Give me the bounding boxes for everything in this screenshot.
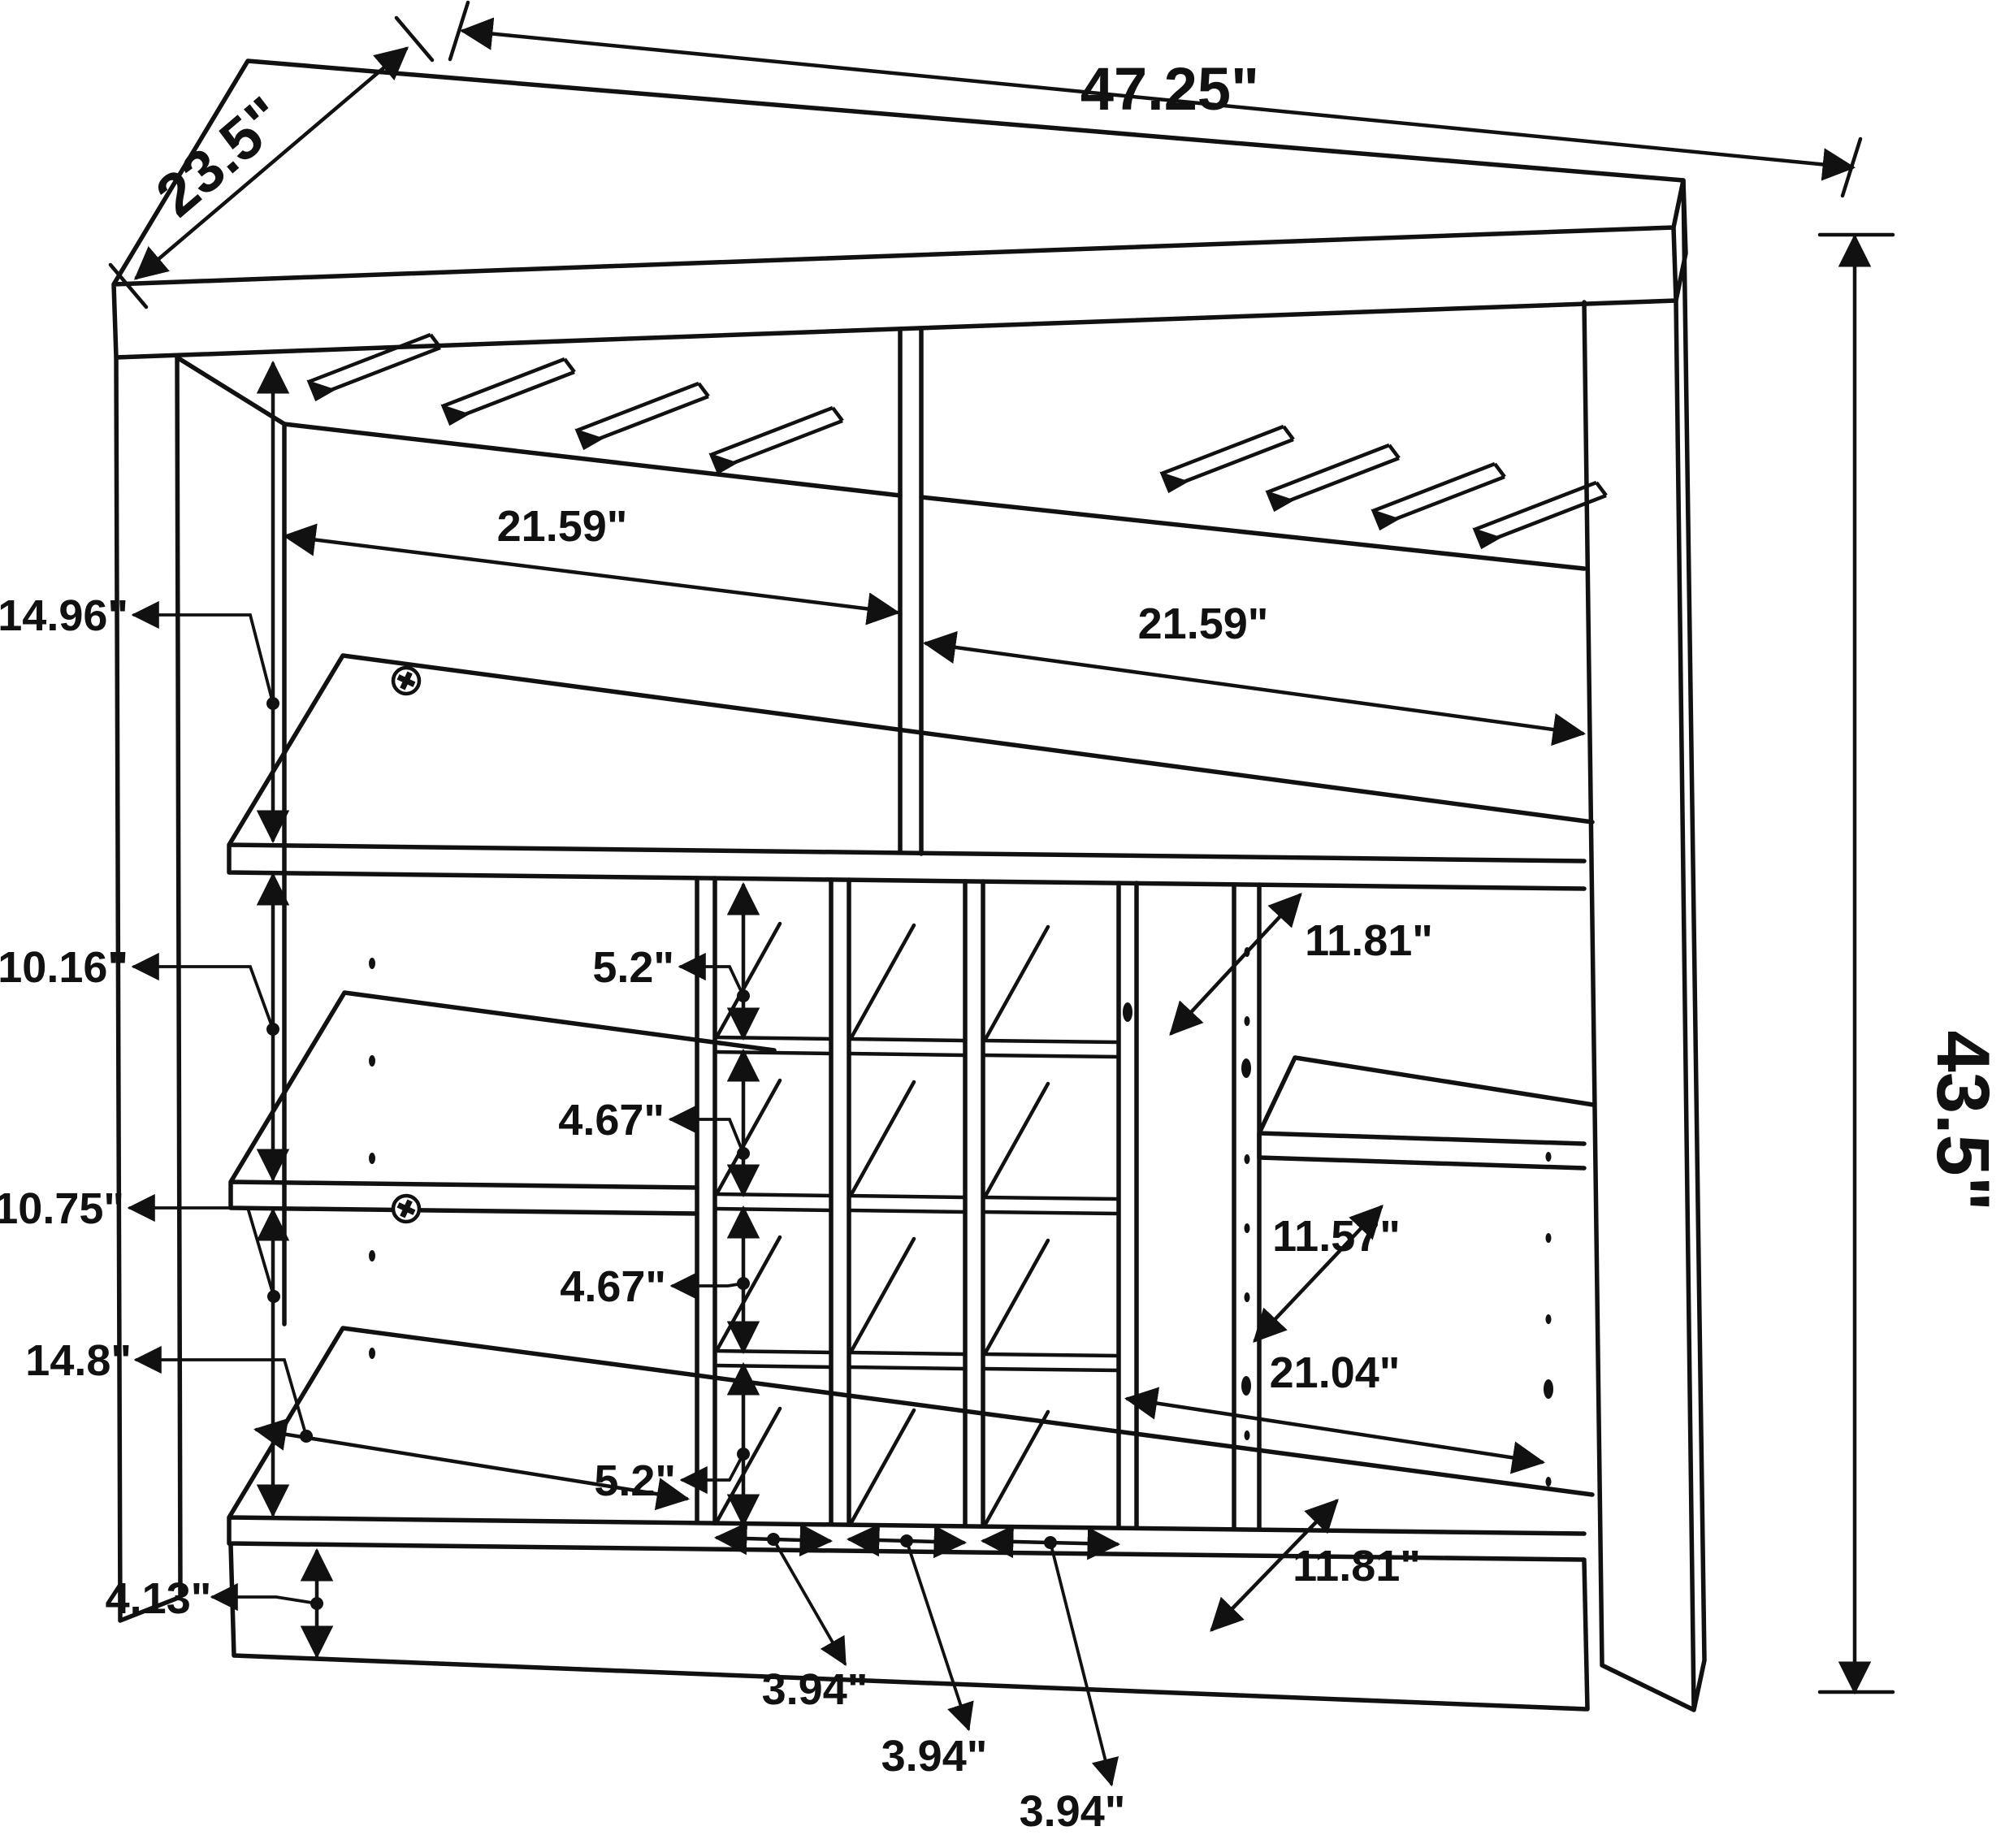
dim-line-shelf-depth-lower — [1210, 1499, 1339, 1632]
leader-lines — [127, 600, 1119, 1787]
dim-line-shelf-depth-upper — [1169, 893, 1302, 1036]
leader-base-height — [210, 1582, 318, 1612]
leader-cubby-row2 — [668, 1105, 745, 1155]
left-side-panel — [114, 355, 287, 1623]
screw-icon — [393, 668, 419, 694]
wine-grid-partitions — [695, 876, 1139, 1530]
dim-label-upper-right-width: 21.59" — [1138, 599, 1269, 648]
dim-line-upper-right-width — [922, 630, 1587, 747]
dim-label-lower-left-width: 14.8" — [25, 1336, 132, 1385]
dim-label-shelf-depth-lower: 11.81" — [1293, 1542, 1421, 1590]
dim-line-shelf-depth-mid — [1253, 1205, 1384, 1343]
dim-label-lower-right-width: 21.04" — [1270, 1348, 1401, 1397]
stemware-rack-icon — [711, 408, 842, 473]
dim-label-gap-upper: 10.16" — [0, 943, 128, 992]
leader-cubby-col2 — [905, 1539, 974, 1732]
dim-label-upper-left-width: 21.59" — [497, 502, 628, 551]
dim-line-top-depth — [133, 46, 409, 280]
leader-cubby-col3 — [1049, 1541, 1119, 1787]
dim-label-cubby-col3: 3.94" — [1020, 1787, 1126, 1836]
dim-label-cubby-row3: 4.67" — [560, 1262, 666, 1311]
dim-label-top-width: 47.25" — [1080, 55, 1259, 123]
leader-gap-upper — [131, 952, 275, 1031]
left-shelf — [228, 990, 777, 1216]
leader-upper-left-height — [131, 600, 275, 705]
leader-cubby-row1 — [678, 952, 745, 998]
cabinet-top-panel — [111, 58, 1688, 360]
upper-center-divider — [898, 327, 924, 856]
dim-label-overall-height: 43.5" — [1921, 1031, 2004, 1212]
right-side-panel — [1582, 178, 1707, 1712]
dim-label-base-height: 4.13" — [106, 1574, 212, 1623]
stemware-rack-icon — [1373, 464, 1505, 529]
dim-line-upper-left-width — [282, 523, 901, 625]
leader-cubby-col1 — [772, 1538, 847, 1666]
dim-label-cubby-row4: 5.2" — [594, 1456, 676, 1505]
dim-label-cubby-row1: 5.2" — [592, 943, 674, 992]
stemware-rack-icon — [1162, 426, 1293, 491]
dim-label-shelf-depth-mid: 11.57" — [1272, 1212, 1401, 1261]
leader-lower-left-width — [133, 1345, 308, 1438]
leader-cubby-row3 — [669, 1271, 745, 1301]
stemware-rack-icon — [1267, 445, 1399, 510]
leader-cubby-row4 — [679, 1452, 745, 1495]
shelf-pin-holes — [369, 947, 1553, 1487]
dim-label-cubby-row2: 4.67" — [558, 1096, 665, 1145]
back-panel-top-edges — [282, 422, 1587, 571]
dim-label-shelf-depth-upper: 11.81" — [1305, 916, 1433, 965]
dim-line-lower-left-width — [253, 1417, 690, 1511]
cabinet-structure — [111, 58, 1707, 1712]
dim-line-top-width — [459, 17, 1856, 181]
leader-dots — [266, 697, 1057, 1610]
dim-label-cubby-col2: 3.94" — [881, 1732, 988, 1781]
right-shelf — [1257, 1055, 1596, 1171]
dim-line-lower-right-width — [1124, 1387, 1546, 1474]
stemware-rack-icon — [577, 383, 708, 448]
middle-shelf — [227, 653, 1595, 891]
leader-gap-lower — [127, 1193, 275, 1298]
dim-label-upper-left-height: 14.96" — [0, 591, 128, 640]
dim-label-cubby-col1: 3.94" — [762, 1665, 868, 1714]
screw-icon — [393, 1196, 419, 1222]
stemware-rack-icon — [443, 359, 574, 424]
dim-label-gap-lower: 10.75" — [0, 1184, 124, 1233]
wine-grid-mini-shelves — [713, 921, 1120, 1528]
